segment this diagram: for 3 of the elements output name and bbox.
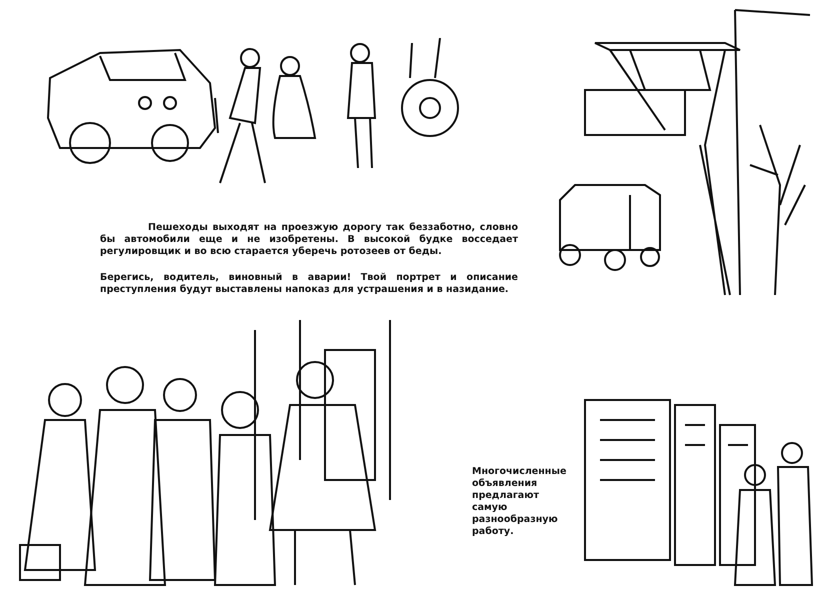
- caption-text: Многочисленные объявления предлагают самую разнообразную работу.: [472, 466, 568, 538]
- caption-text: Берегись, водитель, виновный в аварии! Твой портрет и описание преступления будут выставлены напоказ для устрашения и в назидание.: [100, 272, 518, 296]
- caption-text: Пешеходы выходят на проезжую дорогу так беззаботно, словно бы автомобили еще и не изобретены. В высокой будке восседает регулировщик и во всю старается уберечь ротозеев от беды.: [100, 222, 518, 258]
